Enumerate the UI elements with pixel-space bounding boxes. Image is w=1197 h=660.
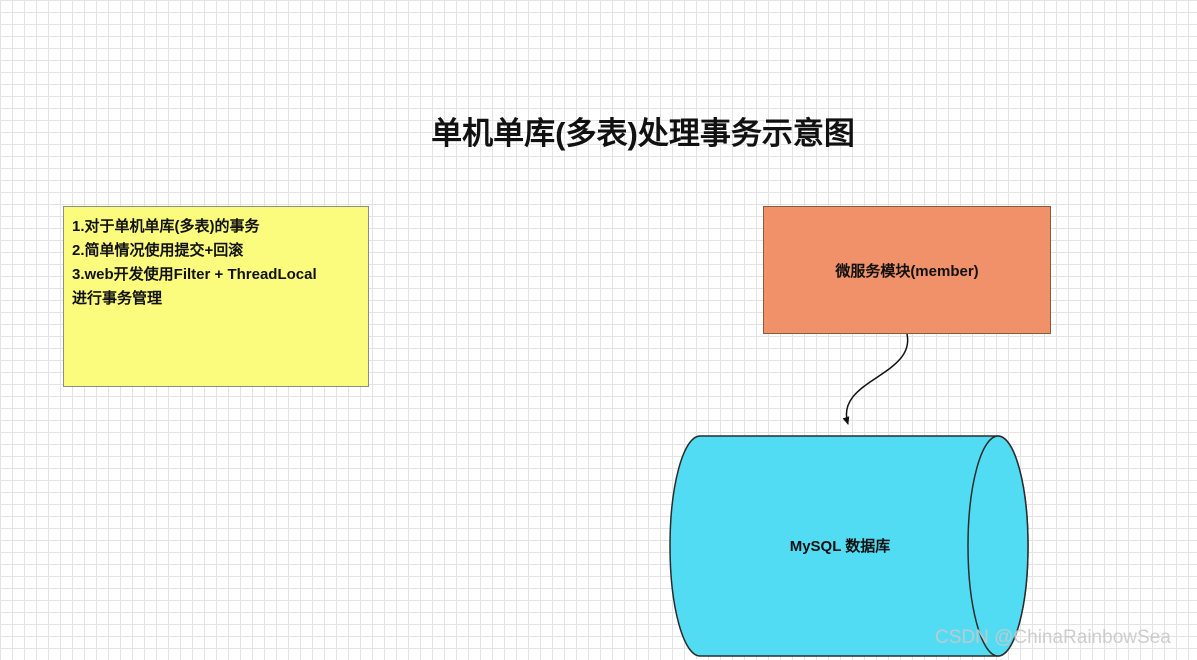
database-cylinder [669,435,1029,657]
note-line: 2.简单情况使用提交+回滚 [72,242,244,259]
note-line: 3.web开发使用Filter + ThreadLocal [72,266,317,283]
note-line: 进行事务管理 [72,290,163,307]
service-box-label: 微服务模块(member) [835,262,979,280]
database-label: MySQL 数据库 [789,538,891,555]
diagram-title: 单机单库(多表)处理事务示意图 [431,116,855,151]
note-box: 1.对于单机单库(多表)的事务 2.简单情况使用提交+回滚 3.web开发使用F… [63,206,369,387]
note-line: 1.对于单机单库(多表)的事务 [72,218,260,235]
service-box: 微服务模块(member) [763,206,1051,334]
database-cylinder-rim [967,435,1029,657]
watermark: CSDN @ChinaRainbowSea [935,627,1171,648]
connector-arrow [842,333,909,425]
